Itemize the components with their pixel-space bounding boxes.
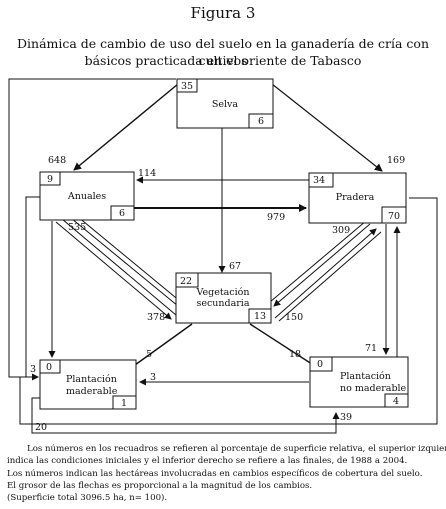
arrow-pradera-vegetacion-2 — [269, 220, 367, 303]
node-plantacion-maderable-label-1: Plantación — [66, 374, 117, 385]
flow-label-plantacion-no-maderable-plantacion-maderable: 3 — [150, 372, 156, 383]
figure-title-line-1: Dinámica de cambio de uso del suelo en l… — [17, 36, 429, 68]
arrow-left-loop — [8, 78, 176, 381]
node-pradera-label: Pradera — [336, 192, 375, 203]
node-selva-initial: 35 — [181, 81, 193, 92]
node-vegetacion-initial: 22 — [180, 276, 192, 287]
figure-label: Figura 3 — [190, 4, 256, 22]
flow-label-selva-pradera: 169 — [387, 155, 405, 166]
note-line-1: Los números en los recuadros se refieren… — [27, 444, 446, 454]
node-selva-final: 6 — [258, 116, 264, 127]
node-plantacion-no-maderable-initial-box — [309, 356, 333, 372]
node-anuales-final: 6 — [119, 208, 125, 219]
arrow-anuales-vegetacion — [55, 221, 172, 320]
node-anuales-final-box — [110, 205, 135, 221]
node-vegetacion-label-1: Vegetación — [196, 287, 250, 298]
flow-label-vegetacion-anuales: 378 — [147, 312, 165, 323]
node-vegetacion-initial-box — [175, 272, 199, 288]
node-anuales-initial: 9 — [47, 174, 53, 185]
flow-label-anuales-vegetacion: 535 — [68, 222, 86, 233]
flow-label-left-loop: 3 — [30, 364, 36, 375]
node-vegetacion-final-box — [248, 308, 272, 324]
node-vegetacion-final: 13 — [254, 311, 266, 322]
node-plantacion-maderable-label-2: maderable — [66, 386, 118, 397]
node-plantacion-no-maderable-label-2: no maderable — [340, 383, 407, 394]
arrow-anuales-left-connector — [25, 196, 40, 377]
flow-label-selva-vegetacion: 67 — [229, 261, 241, 272]
flow-label-pradera-anuales: 114 — [138, 168, 156, 179]
flow-label-anuales-pradera: 979 — [267, 212, 285, 223]
node-plantacion-no-maderable-final: 4 — [393, 396, 399, 407]
node-selva-initial-box — [176, 78, 198, 93]
node-pradera-final: 70 — [388, 211, 400, 222]
flow-label-pradera-vegetacion: 309 — [332, 225, 350, 236]
note-line-5: (Superficie total 3096.5 ha, n= 100). — [7, 493, 168, 504]
arrow-vegetacion-anuales — [65, 213, 179, 307]
note-line-2: indica las condiciones iniciales y el in… — [7, 456, 408, 467]
node-selva-label: Selva — [212, 99, 239, 110]
arrow-vegetacion-pradera-2 — [278, 231, 382, 322]
node-anuales-initial-box — [39, 171, 61, 186]
node-pradera-final-box — [381, 206, 407, 224]
node-plantacion-no-maderable-label-1: Plantación — [340, 371, 391, 382]
arrow-anuales-vegetacion-2 — [61, 218, 177, 316]
arrow-vegetacion-plantacion-maderable — [127, 323, 193, 371]
node-selva-final-box — [248, 113, 274, 129]
arrow-pradera-vegetacion — [273, 223, 371, 307]
node-pradera-initial-box — [308, 172, 334, 188]
note-line-3: Los números indican las hectáreas involu… — [7, 468, 423, 479]
arrow-right-loop — [31, 397, 340, 434]
node-pradera-initial: 34 — [313, 175, 325, 186]
figure-title-line-2: básicos practicada en el oriente de Taba… — [84, 53, 362, 68]
flow-label-right-loop: 39 — [340, 412, 352, 423]
node-plantacion-maderable-final: 1 — [121, 398, 127, 409]
arrow-vegetacion-anuales-2 — [71, 211, 182, 303]
node-plantacion-maderable-initial-box — [39, 359, 61, 374]
note-line-4: El grosor de las flechas es proporcional… — [7, 480, 313, 491]
arrow-selva-pradera — [271, 83, 383, 172]
arrow-vegetacion-plantacion-no-maderable — [249, 323, 319, 369]
flow-label-bottom-loop: 20 — [35, 422, 47, 433]
node-plantacion-maderable-final-box — [112, 395, 137, 410]
node-plantacion-maderable-initial: 0 — [46, 362, 52, 373]
flow-label-vegetacion-pradera: 150 — [285, 312, 303, 323]
flow-label-vegetacion-plantacion-no-maderable: 18 — [289, 349, 301, 360]
arrow-vegetacion-pradera — [274, 228, 377, 319]
node-plantacion-no-maderable-final-box — [384, 393, 409, 408]
arrow-bottom-loop — [19, 197, 438, 425]
flow-label-pradera-plantacion-no-maderable: 71 — [365, 343, 377, 354]
arrow-selva-anuales — [73, 83, 179, 171]
figure-notes: Los números en los recuadros se refieren… — [7, 443, 446, 504]
node-plantacion-no-maderable-initial: 0 — [317, 359, 323, 370]
node-anuales-label: Anuales — [67, 191, 106, 202]
flow-label-selva-anuales: 648 — [48, 155, 66, 166]
node-vegetacion-label-2: secundaria — [196, 298, 249, 309]
flow-label-vegetacion-plantacion-maderable: 5 — [146, 349, 152, 360]
